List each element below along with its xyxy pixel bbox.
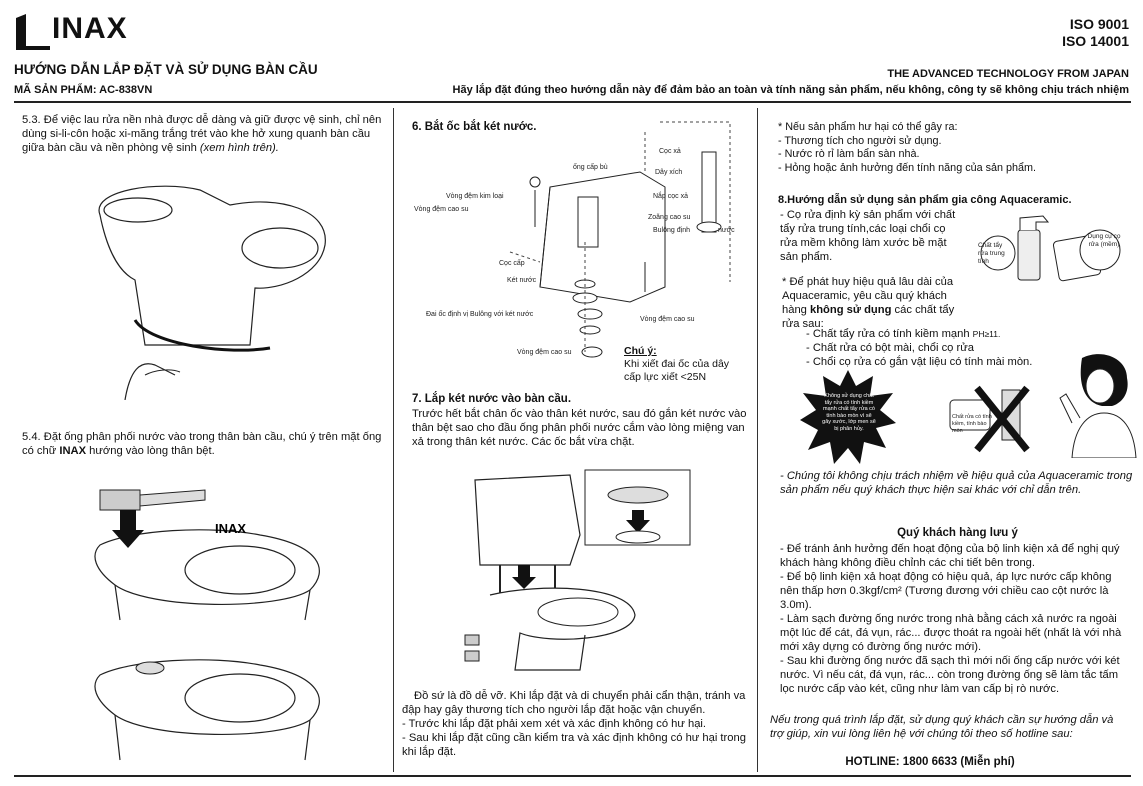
iso-certifications: ISO 9001 ISO 14001 — [1062, 16, 1129, 50]
care-list: - Để tránh ảnh hưởng đến hoạt động của b… — [780, 542, 1125, 696]
logo-mark-icon — [16, 14, 50, 50]
warning-burst-icon — [800, 370, 896, 464]
aqua-text-end: các chất tẩy rửa sau: — [782, 304, 955, 330]
brand-name: INAX — [52, 12, 128, 45]
label-coc-cap: Cọc cấp — [499, 260, 525, 267]
tank-assembly-illustration — [464, 469, 691, 671]
label-day-xich: Dây xích — [655, 169, 683, 176]
fragile-text-2: - Trước khi lắp đặt phải xem xét và xác … — [402, 718, 707, 730]
disclaimer: - Chúng tôi không chịu trách nhiệm về hi… — [780, 470, 1133, 496]
label-coc-xa: Cọc xả — [659, 148, 681, 155]
label-vong-dem-cao-su-2: Vòng đệm cao su — [640, 316, 695, 323]
column-divider-1 — [393, 108, 394, 772]
torque-note: Chú ý: Khi xiết đai ốc của dây cấp lực x… — [624, 345, 742, 384]
inax-logo: INAX — [14, 8, 134, 52]
label-nap-coc-xa: Nắp cọc xả — [653, 193, 689, 200]
ban-item-2: - Chất rửa có bột mài, chổi cọ rửa — [806, 342, 974, 354]
abrasive-label: Chất rửa có tính kiềm, tính bào mòn — [952, 414, 992, 434]
label-vong-dem-kim-loai: Vòng đệm kim loại — [446, 193, 504, 200]
care-title: Quý khách hàng lưu ý — [897, 527, 1018, 539]
label-ket-nuoc: Két nước — [507, 277, 537, 284]
label-vong-dem-cao-su-3: Vòng đệm cao su — [517, 349, 572, 356]
label-vong-dem-cao-su-1: Vòng đệm cao su — [414, 206, 469, 213]
care-item-4: - Sau khi đường ống nước đã sạch thì mới… — [780, 655, 1120, 695]
label-bulong-dinh: Bulông định — [653, 227, 690, 234]
burst-text: Không sử dụng chất tẩy rửa có tính kiềm … — [822, 393, 876, 432]
torque-note-text: Khi xiết đai ốc của dây cấp lực xiết <25… — [624, 358, 730, 383]
product-code: MÃ SẢN PHẨM: AC-838VN — [14, 84, 153, 96]
fragile-text-3: - Sau khi lắp đặt cũng cần kiểm tra và x… — [402, 732, 746, 758]
step-7-text: Trước hết bắt chân ốc vào thân két nước,… — [412, 408, 747, 448]
fragile-text-1: Đồ sứ là đồ dễ vỡ. Khi lắp đặt và di chu… — [402, 690, 746, 716]
contact-text: Nếu trong quá trình lắp đặt, sử dụng quý… — [770, 714, 1114, 740]
aqua-emphasis: không sử dụng — [810, 304, 892, 316]
aquaceramic-warning: * Để phát huy hiệu quả lâu dài của Aquac… — [782, 275, 958, 331]
step-5-4-text-end: hướng vào lòng thân bệt. — [86, 445, 215, 457]
aqua-text: * Để phát huy hiệu quả lâu dài của Aquac… — [782, 276, 954, 316]
step-5-4-text: 5.4. Đặt ống phân phối nước vào trong th… — [22, 431, 382, 457]
iso-9001: ISO 9001 — [1069, 16, 1129, 32]
harm-item-3: - Hỏng hoặc ảnh hưởng đến tính năng của … — [778, 161, 1037, 174]
hotline: HOTLINE: 1800 6633 (Miễn phí) — [845, 756, 1015, 768]
step-5-4-brand: INAX — [59, 445, 87, 457]
step-5-3: 5.3. Để việc lau rửa nền nhà được dễ dàn… — [22, 113, 384, 155]
iso-14001: ISO 14001 — [1062, 33, 1129, 49]
care-item-3: - Làm sạch đường ống nước trong nhà bằng… — [780, 613, 1122, 653]
step-7-title: 7. Lắp két nước vào bàn cầu. — [412, 393, 572, 405]
sponge-label: Dụng cụ cọ rửa (mềm) — [1087, 233, 1121, 248]
harm-item-1: - Thương tích cho người sử dụng. — [778, 134, 942, 147]
step-5-4: 5.4. Đặt ống phân phối nước vào trong th… — [22, 430, 387, 458]
torque-note-title: Chú ý: — [624, 345, 657, 357]
care-item-2: - Để bộ linh kiện xả hoạt động có hiệu q… — [780, 571, 1112, 611]
bottle-label: Chất tẩy rửa trung tính — [978, 242, 1005, 265]
no-abrasive-icon — [949, 385, 1030, 453]
label-ong-cap-bu: ống cấp bù — [573, 164, 608, 171]
ban-item-1: - Chất tẩy rửa có tính kiềm mạnh — [806, 328, 973, 340]
pipe-label: INAX — [215, 521, 246, 536]
banned-list: - Chất tẩy rửa có tính kiềm mạnh PH≥11. … — [806, 327, 1106, 369]
step-8-text: - Cọ rửa định kỳ sản phẩm với chất tẩy r… — [780, 209, 956, 263]
install-notice: Hãy lắp đặt đúng theo hướng dẫn này để đ… — [452, 84, 1129, 96]
label-nuoc: nước — [718, 227, 735, 234]
column-divider-2 — [757, 108, 758, 772]
step-6-title: 6. Bắt ốc bắt két nước. — [412, 121, 537, 133]
step-8-title: 8.Hướng dẫn sử dụng sản phẩm gia công Aq… — [778, 194, 1072, 206]
page-title: HƯỚNG DẪN LẮP ĐẶT VÀ SỬ DỤNG BÀN CẦU — [14, 62, 318, 77]
fragile-warning: Đồ sứ là đồ dễ vỡ. Khi lắp đặt và di chu… — [402, 689, 752, 759]
harm-list: * Nếu sản phẩm hư hại có thể gây ra: - T… — [778, 121, 1133, 175]
pipe-arrow-illustration: INAX — [94, 489, 320, 761]
care-item-1: - Để tránh ảnh hưởng đến hoạt động của b… — [780, 543, 1120, 569]
step-5-3-text: 5.3. Để việc lau rửa nền nhà được dễ dàn… — [22, 114, 382, 154]
spray-bottle-icon — [980, 215, 1121, 282]
tank-exploded-diagram — [509, 121, 731, 358]
harm-item-2: - Nước rò rỉ làm bẩn sàn nhà. — [778, 148, 920, 160]
ban-item-1-ph: PH≥11. — [972, 329, 1001, 339]
harm-intro: * Nếu sản phẩm hư hại có thể gây ra: — [778, 121, 958, 133]
person-warning-illustration — [1059, 354, 1137, 458]
footer-divider — [14, 775, 1131, 777]
ban-item-3: - Chổi cọ rửa có gắn vật liệu có tính mà… — [806, 356, 1033, 368]
step-5-3-ref: (xem hình trên). — [199, 142, 279, 154]
toilet-bowl-illustration — [98, 185, 326, 400]
label-dai-oc: Đai ốc định vị Bulông với két nước — [426, 311, 534, 318]
label-zoang-cao-su: Zoăng cao su — [648, 214, 691, 221]
header-divider — [14, 101, 1131, 103]
tagline: THE ADVANCED TECHNOLOGY FROM JAPAN — [887, 68, 1129, 80]
